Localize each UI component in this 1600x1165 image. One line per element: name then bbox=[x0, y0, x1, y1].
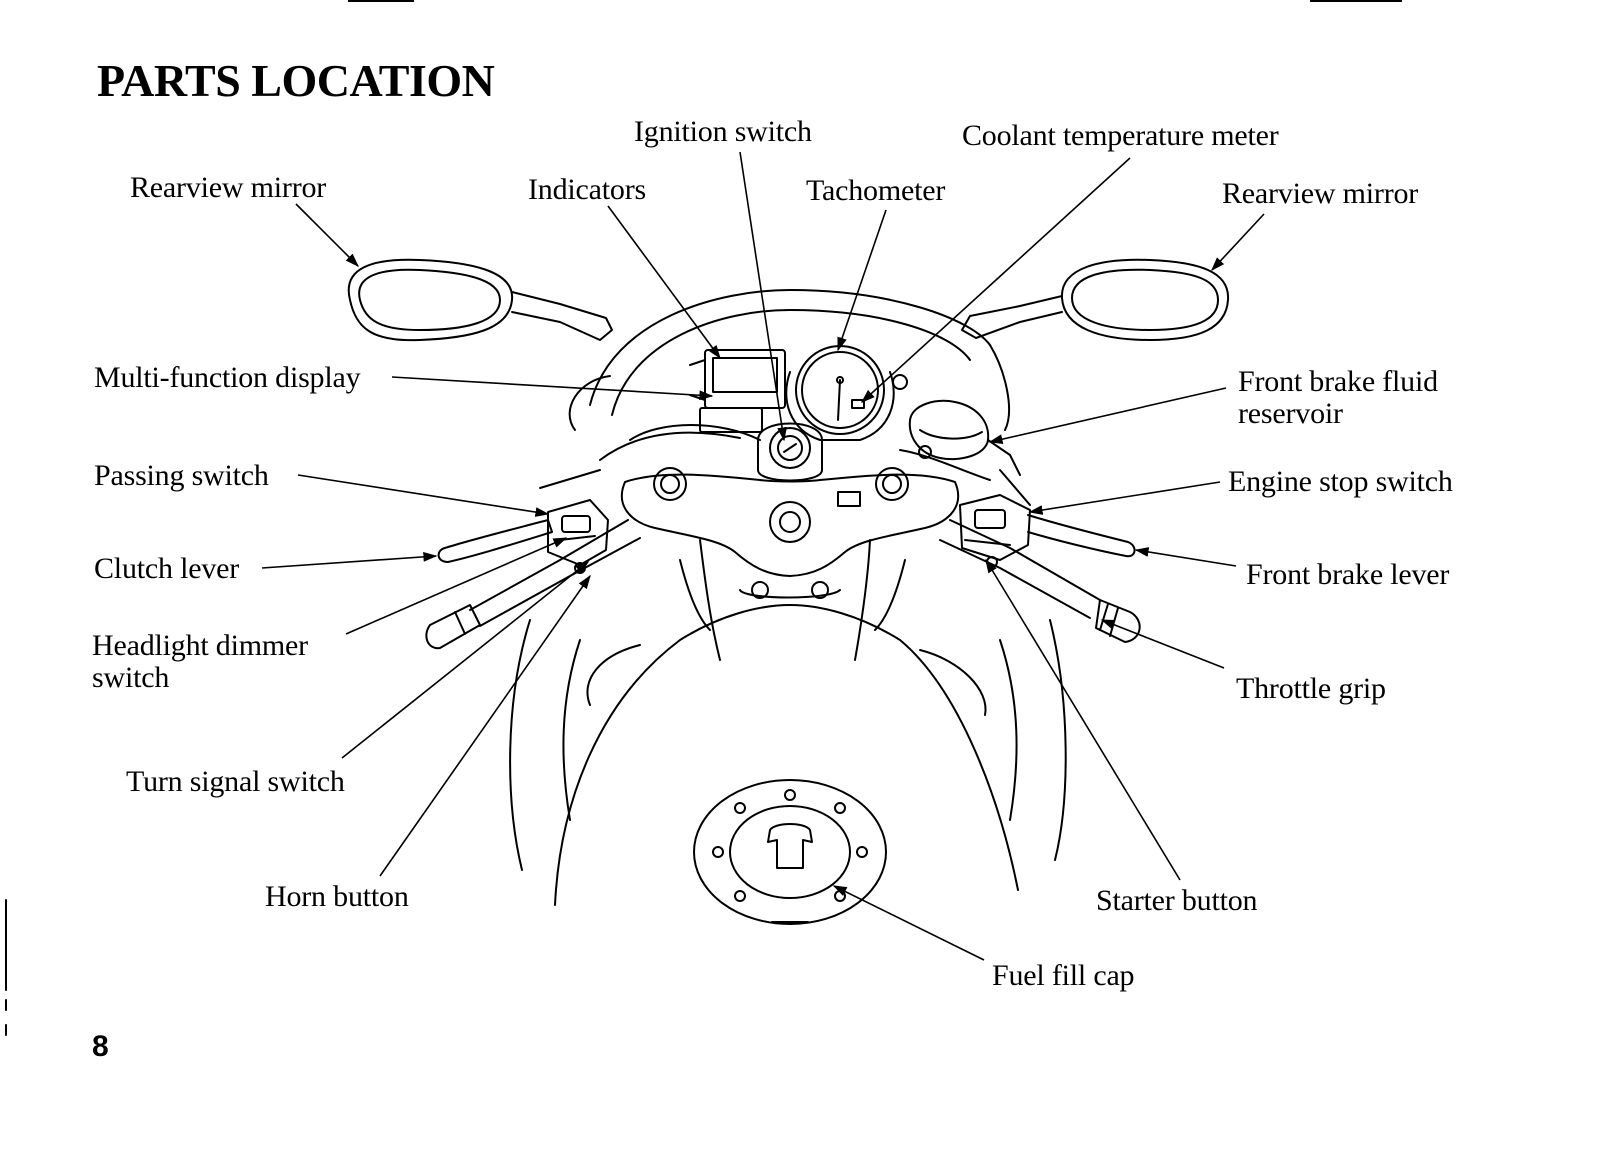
label-indicators: Indicators bbox=[528, 173, 646, 206]
label-passing-switch: Passing switch bbox=[94, 459, 269, 492]
right-switch-housing bbox=[960, 495, 1030, 567]
label-rearview-mirror-left: Rearview mirror bbox=[130, 171, 327, 204]
right-handlebar bbox=[940, 520, 1100, 618]
front-brake-lever-body bbox=[1028, 515, 1135, 556]
windscreen bbox=[590, 290, 990, 405]
left-grip bbox=[426, 605, 480, 648]
label-coolant-temperature-meter: Coolant temperature meter bbox=[962, 119, 1279, 152]
clutch-lever-body bbox=[439, 520, 552, 562]
fuel-fill-cap-body bbox=[694, 780, 886, 924]
label-tachometer: Tachometer bbox=[806, 174, 946, 207]
front-brake-fluid-reservoir-body bbox=[910, 401, 1030, 505]
left-switch-housing bbox=[540, 470, 608, 573]
label-turn-signal-switch: Turn signal switch bbox=[126, 765, 345, 798]
leader-lines bbox=[262, 152, 1264, 960]
top-triple-clamp bbox=[622, 468, 958, 576]
label-starter-button: Starter button bbox=[1096, 884, 1258, 917]
multi-function-display-unit bbox=[690, 350, 785, 432]
label-front-brake-lever: Front brake lever bbox=[1246, 558, 1450, 591]
fuel-tank bbox=[510, 605, 1066, 905]
label-multi-function-display: Multi-function display bbox=[94, 361, 361, 394]
right-rearview-mirror bbox=[962, 260, 1228, 340]
label-rearview-mirror-right: Rearview mirror bbox=[1222, 177, 1419, 210]
ignition-switch-body bbox=[758, 424, 822, 481]
label-headlight-dimmer-switch: Headlight dimmer switch bbox=[92, 629, 308, 694]
page-number: 8 bbox=[92, 1030, 109, 1063]
label-engine-stop-switch: Engine stop switch bbox=[1228, 465, 1453, 498]
label-ignition-switch: Ignition switch bbox=[634, 115, 812, 148]
left-handlebar bbox=[470, 520, 640, 626]
label-throttle-grip: Throttle grip bbox=[1236, 672, 1386, 705]
label-front-brake-fluid-reservoir: Front brake fluid reservoir bbox=[1238, 365, 1438, 430]
left-rearview-mirror bbox=[349, 260, 612, 340]
label-horn-button: Horn button bbox=[265, 880, 409, 913]
page-title: PARTS LOCATION bbox=[97, 55, 495, 106]
label-clutch-lever: Clutch lever bbox=[94, 552, 240, 585]
tachometer-gauge bbox=[786, 346, 907, 440]
label-fuel-fill-cap: Fuel fill cap bbox=[992, 959, 1135, 992]
header-rule-right bbox=[1310, 0, 1402, 2]
header-rule-left bbox=[348, 0, 414, 2]
